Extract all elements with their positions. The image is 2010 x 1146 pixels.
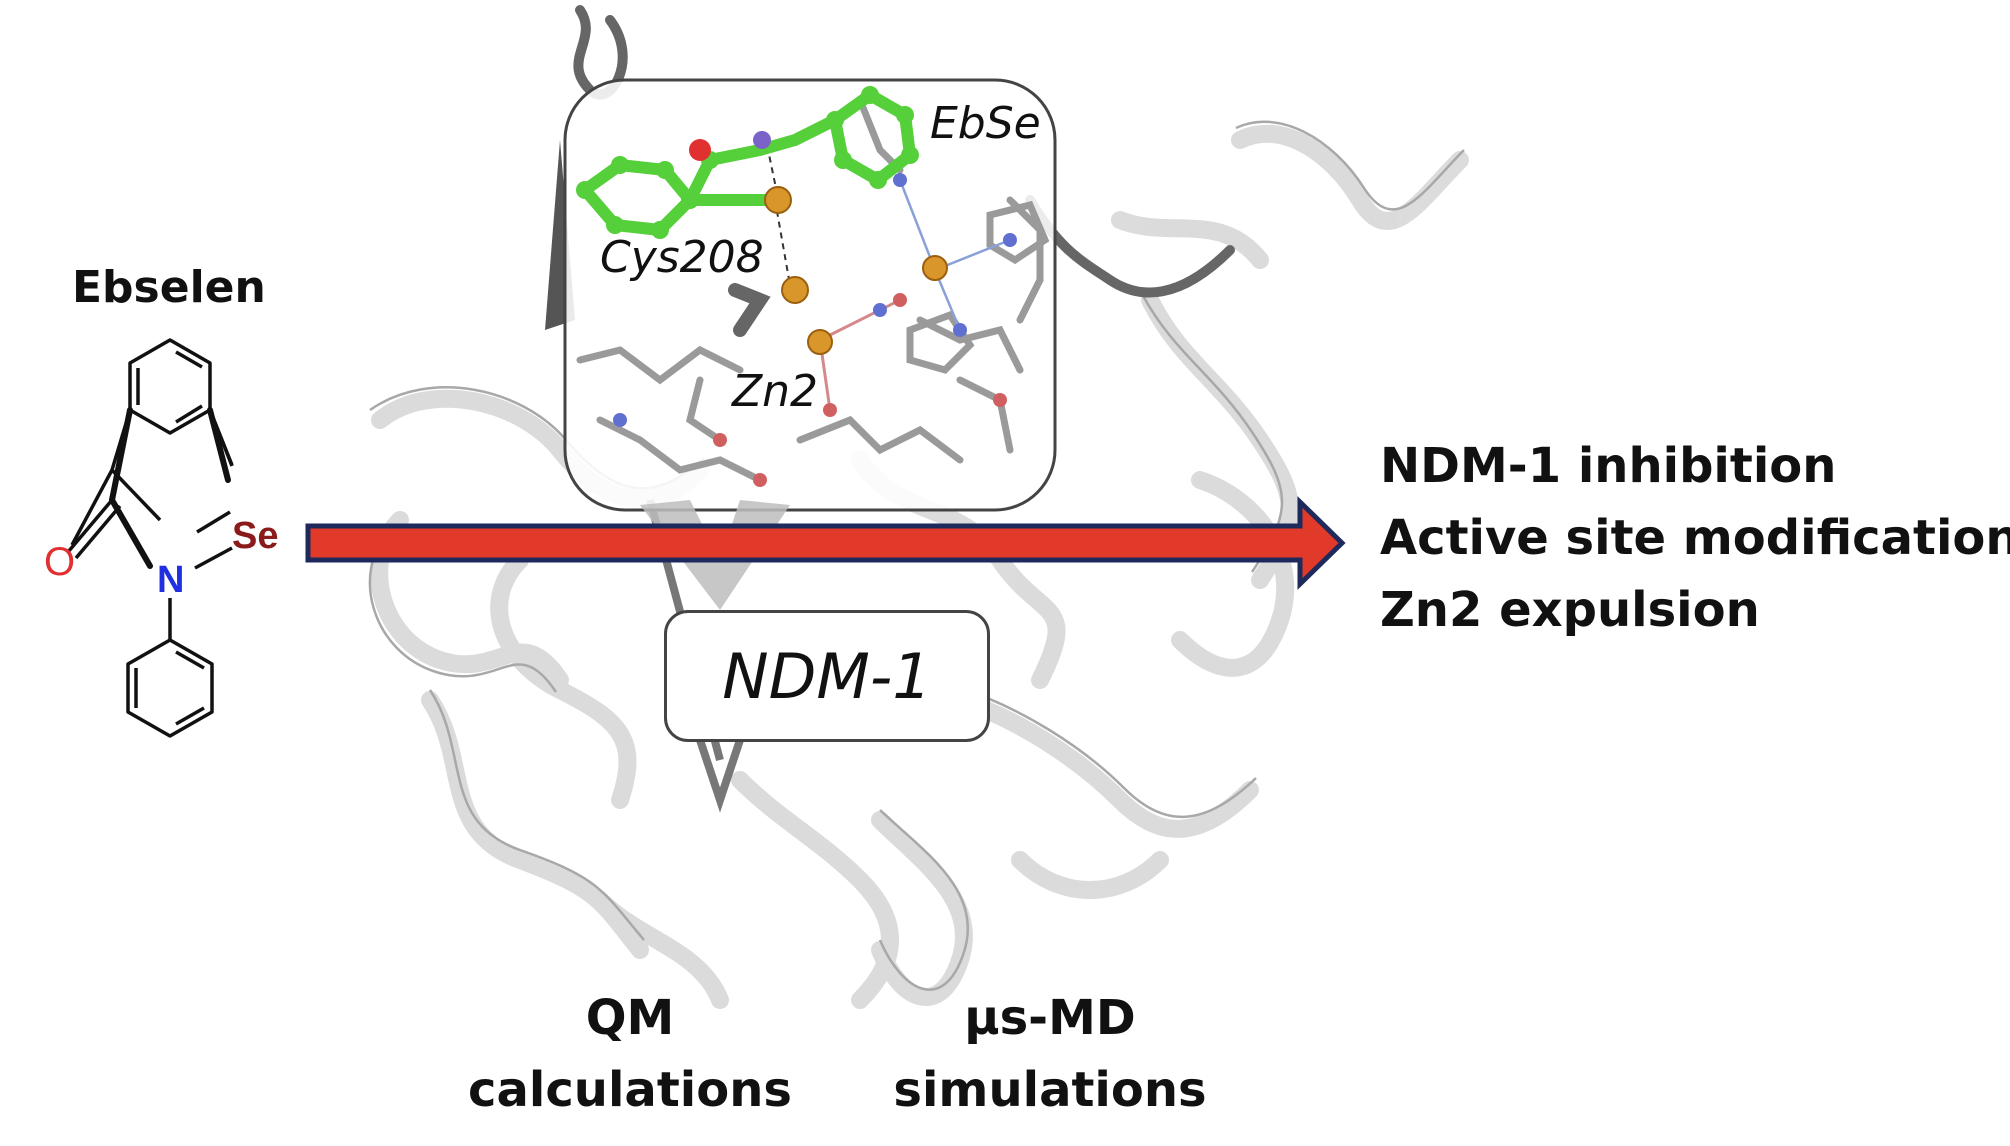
- method-md-line1: µs-MD: [964, 990, 1136, 1046]
- compound-name: Ebselen: [72, 262, 266, 313]
- residue-label: Cys208: [600, 232, 764, 283]
- reaction-arrow: [305, 496, 1346, 590]
- outcome-3: Zn2 expulsion: [1380, 582, 1760, 638]
- oxygen-label: O: [44, 540, 75, 584]
- oxygen-atom: [689, 139, 711, 161]
- protein-label-box: NDM-1: [664, 610, 990, 742]
- ebselen-structure: [70, 338, 234, 738]
- method-md-line2: simulations: [893, 1062, 1207, 1118]
- method-md: µs-MD simulations: [880, 982, 1220, 1126]
- nitrogen-atom: [753, 131, 771, 149]
- outcome-2: Active site modification: [1380, 510, 2010, 566]
- outcome-1: NDM-1 inhibition: [1380, 438, 1837, 494]
- nitrogen-label: N: [157, 559, 184, 601]
- method-qm-line2: calculations: [468, 1062, 792, 1118]
- selenium-label: Se: [232, 515, 278, 557]
- ligand-label: EbSe: [930, 98, 1041, 149]
- protein-label: NDM-1: [722, 639, 932, 713]
- metal-label: Zn2: [732, 366, 819, 417]
- active-site-inset: [563, 78, 1057, 512]
- method-qm-line1: QM: [585, 990, 675, 1046]
- method-qm: QM calculations: [460, 982, 800, 1126]
